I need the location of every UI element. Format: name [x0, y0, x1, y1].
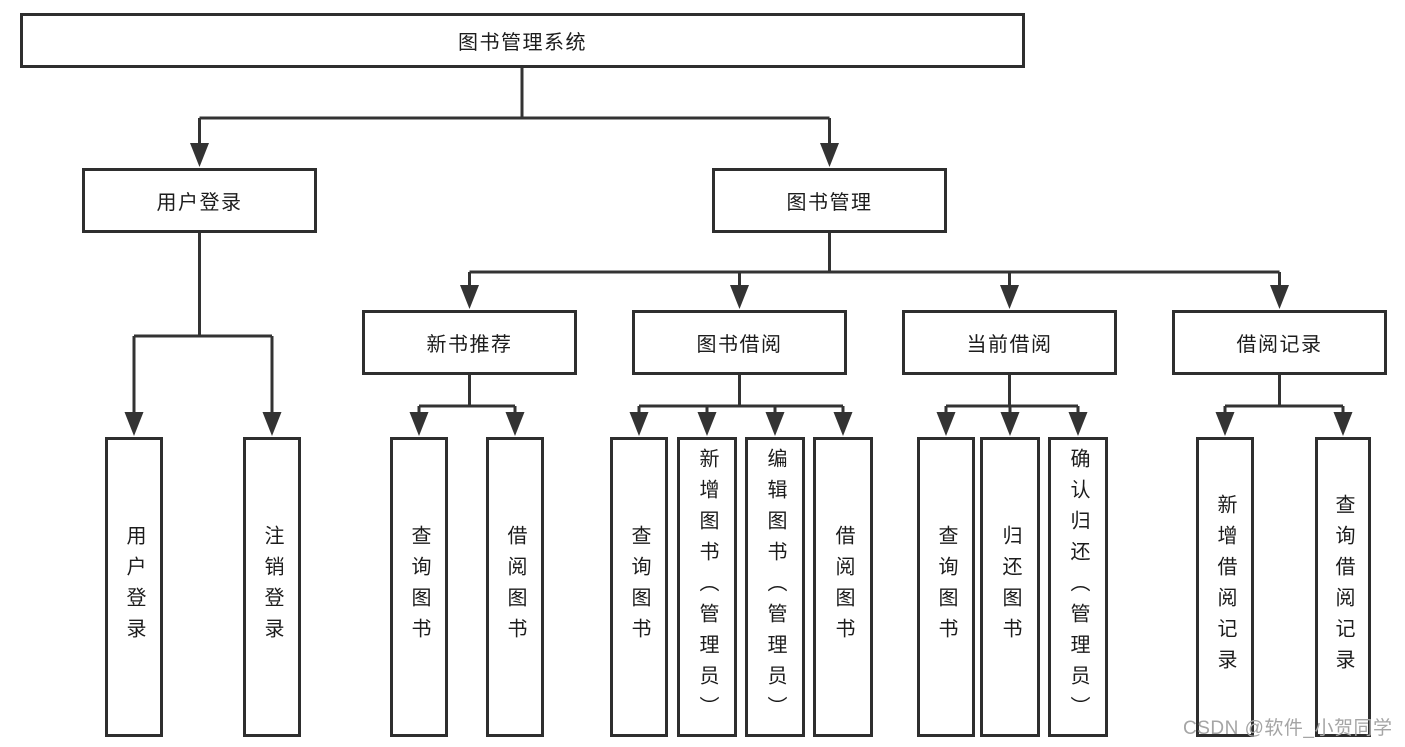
- arrowhead: [262, 412, 282, 436]
- node-label: 新增借阅记录: [1214, 494, 1236, 680]
- node-label: 查询借阅记录: [1332, 494, 1354, 680]
- node-label: 图书借阅: [696, 334, 783, 356]
- node-borrowing-records: 借阅记录: [1172, 310, 1387, 375]
- arrowhead: [1068, 412, 1088, 436]
- leaf-return-books: 归还图书: [980, 437, 1040, 737]
- leaf-query-books-borrowing: 查询图书: [610, 437, 668, 737]
- edge-book-borrowing-children: [629, 375, 853, 436]
- leaf-add-books-admin: 新增图书（管理员）: [677, 437, 737, 737]
- arrowhead: [409, 412, 429, 436]
- edge-borrowing-records-children: [1215, 375, 1353, 436]
- edge-root-children: [190, 68, 839, 167]
- arrowhead: [629, 412, 649, 436]
- leaf-query-books-current: 查询图书: [917, 437, 975, 737]
- arrowhead: [820, 143, 839, 167]
- arrowhead: [730, 285, 749, 309]
- leaf-query-borrow-record: 查询借阅记录: [1315, 437, 1371, 737]
- leaf-confirm-return-admin: 确认归还（管理员）: [1048, 437, 1108, 737]
- arrowhead: [936, 412, 956, 436]
- node-label: 图书管理系统: [458, 32, 587, 54]
- node-new-book-recommendation: 新书推荐: [362, 310, 577, 375]
- node-label: 归还图书: [999, 525, 1021, 649]
- node-label: 借阅图书: [504, 525, 526, 649]
- edge-book-management-children: [460, 233, 1289, 309]
- csdn-watermark: CSDN @软件_小贺同学: [1183, 718, 1393, 739]
- node-label: 借阅图书: [832, 525, 854, 649]
- edge-user-login-children: [124, 233, 282, 436]
- node-current-borrowing: 当前借阅: [902, 310, 1117, 375]
- node-label: 查询图书: [408, 525, 430, 649]
- arrowhead: [1000, 412, 1020, 436]
- node-label: 查询图书: [935, 525, 957, 649]
- arrowhead: [765, 412, 785, 436]
- node-label: 图书管理: [786, 192, 873, 214]
- leaf-logout-login: 注销登录: [243, 437, 301, 737]
- edge-new-book-recommendation-children: [409, 375, 525, 436]
- leaf-user-login: 用户登录: [105, 437, 163, 737]
- node-label: 用户登录: [156, 192, 243, 214]
- node-root: 图书管理系统: [20, 13, 1025, 68]
- node-label: 查询图书: [628, 525, 650, 649]
- node-user-login: 用户登录: [82, 168, 317, 233]
- leaf-edit-books-admin: 编辑图书（管理员）: [745, 437, 805, 737]
- arrowhead: [505, 412, 525, 436]
- arrowhead: [124, 412, 144, 436]
- arrowhead: [1000, 285, 1019, 309]
- arrowhead: [1215, 412, 1235, 436]
- arrowhead: [1333, 412, 1353, 436]
- node-book-management: 图书管理: [712, 168, 947, 233]
- arrowhead: [833, 412, 853, 436]
- node-label: 注销登录: [261, 525, 283, 649]
- leaf-add-borrow-record: 新增借阅记录: [1196, 437, 1254, 737]
- arrowhead: [1270, 285, 1289, 309]
- node-label: 当前借阅: [966, 334, 1053, 356]
- node-label: 新书推荐: [426, 334, 513, 356]
- node-label: 确认归还（管理员）: [1067, 447, 1089, 727]
- leaf-query-books-recommend: 查询图书: [390, 437, 448, 737]
- leaf-borrow-books-recommend: 借阅图书: [486, 437, 544, 737]
- node-label: 借阅记录: [1236, 334, 1323, 356]
- node-book-borrowing: 图书借阅: [632, 310, 847, 375]
- arrowhead: [697, 412, 717, 436]
- node-label: 用户登录: [123, 525, 145, 649]
- arrowhead: [190, 143, 209, 167]
- edge-current-borrowing-children: [936, 375, 1088, 436]
- leaf-borrow-books-borrowing: 借阅图书: [813, 437, 873, 737]
- arrowhead: [460, 285, 479, 309]
- node-label: 编辑图书（管理员）: [764, 447, 786, 727]
- node-label: 新增图书（管理员）: [696, 447, 718, 727]
